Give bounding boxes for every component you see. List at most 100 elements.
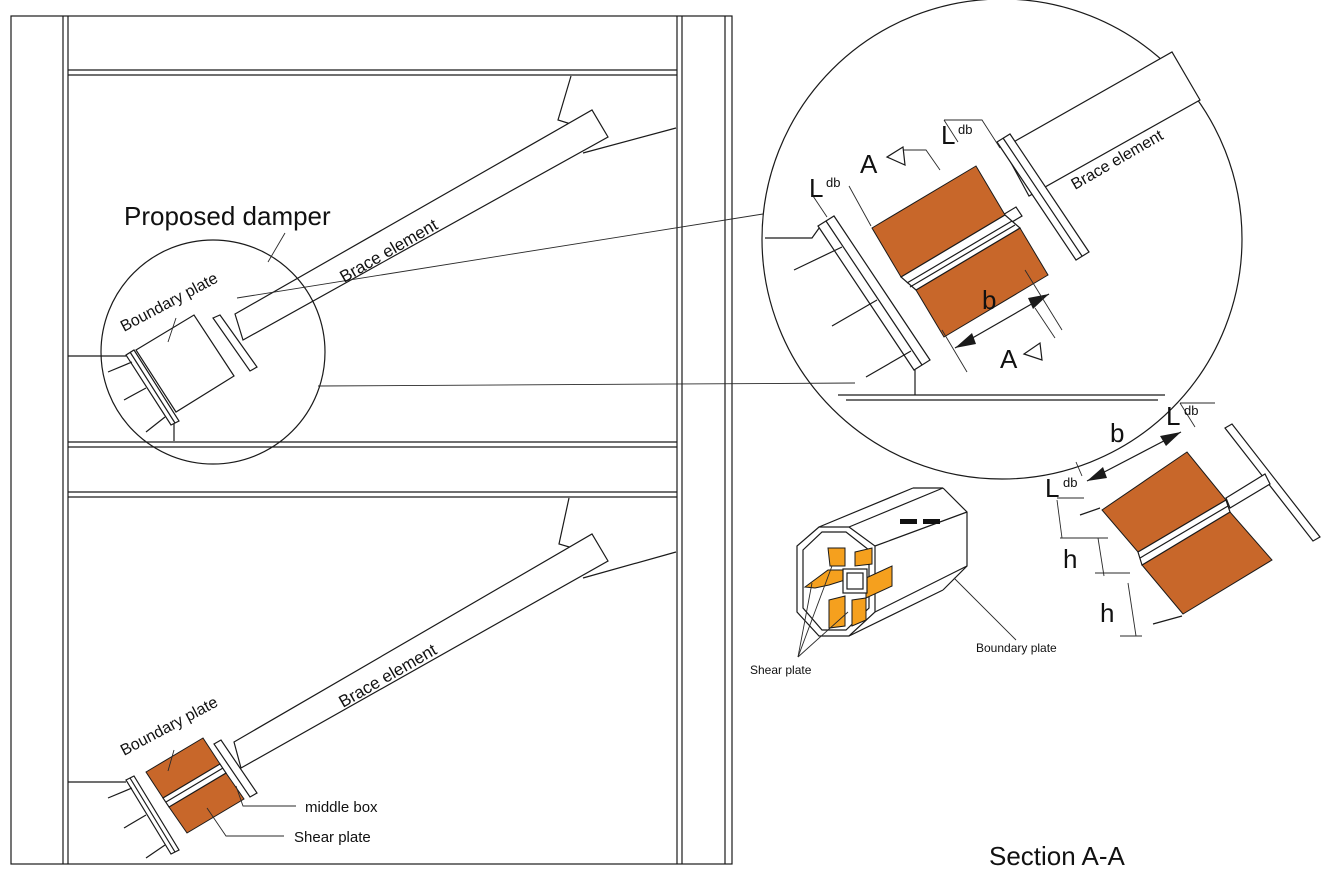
section-ldb-tick: [1075, 461, 1083, 477]
lower-brace-element: [233, 533, 609, 769]
detail-brace-element: [1002, 51, 1201, 197]
lower-brace-end-plate: [213, 739, 258, 798]
iso-mark-1: [900, 519, 917, 524]
section-ldb-top-sub: db: [1184, 403, 1198, 418]
upper-boundary-plate-label: Boundary plate: [118, 270, 221, 336]
lower-shear-plate-label: Shear plate: [294, 829, 371, 846]
detail-ldb-right-sub: db: [958, 122, 972, 137]
iso-center-box-inner: [846, 572, 864, 590]
section-b-arrow-left: [1087, 467, 1107, 481]
lower-anchor-bolt-3: [145, 844, 166, 859]
iso-edge-right: [874, 511, 968, 547]
iso-edge-bottom: [848, 589, 944, 637]
zoom-connector-upper: [236, 213, 764, 299]
proposed-damper-label: Proposed damper: [124, 201, 331, 231]
detail-boundary-plate-inner: [825, 220, 923, 366]
detail-b-arrow-left: [955, 333, 976, 348]
upper-boundary-plate-leader: [167, 317, 177, 343]
section-ldb-top-ext: [1179, 402, 1196, 428]
iso-edge-top-2: [818, 487, 914, 528]
detail-anchor-bolt-3: [865, 350, 912, 378]
detail-anchor-bolt-1: [793, 246, 843, 271]
section-top-edge: [1079, 507, 1101, 516]
iso-shear-plate-leader-2: [797, 565, 833, 658]
iso-edge-right-2: [874, 565, 968, 613]
upper-gusset-plate: [557, 75, 575, 126]
detail-ldb-left-dim-2: [848, 185, 872, 227]
iso-shear-plate-nw-2: [827, 547, 846, 567]
frame-elevation: [10, 15, 733, 865]
detail-b-arrow-right: [1028, 294, 1049, 309]
detail-section-a-top-label: A: [860, 149, 878, 179]
zoom-connector-lower: [317, 382, 856, 387]
detail-brace-end-plate-inner: [1002, 137, 1083, 257]
lower-boundary-plate-leader: [167, 749, 175, 772]
detail-ldb-right-label: L: [941, 120, 955, 150]
upper-boundary-plate-inner: [129, 351, 176, 424]
lower-shear-plate-leader: [206, 807, 284, 837]
detail-ldb-right-tick: [943, 119, 959, 143]
section-bottom-edge: [1152, 615, 1183, 625]
detail-anchor-bolt-2: [831, 299, 878, 327]
iso-shear-plate-label: Shear plate: [750, 663, 812, 677]
detail-gusset-line: [765, 223, 823, 239]
section-title: Section A-A: [989, 841, 1126, 871]
upper-brace: [68, 75, 677, 465]
detail-section-a-top-arrow: [885, 145, 906, 166]
section-boundary-plate: [1224, 423, 1321, 542]
iso-shear-plate-leader-1: [797, 582, 813, 658]
middle-box-leader: [235, 785, 296, 807]
section-middle-slot-line: [1139, 505, 1229, 559]
iso-boundary-plate-leader: [953, 577, 1017, 641]
section-h-lower-label: h: [1100, 598, 1114, 628]
section-h-vert-2: [1127, 582, 1137, 637]
section-ldb-left-sub: db: [1063, 475, 1077, 490]
lower-gusset-plate: [558, 497, 577, 550]
middle-box-label: middle box: [305, 799, 378, 816]
upper-gusset-plate-lower: [582, 127, 677, 154]
lower-boundary-plate-inner: [129, 777, 176, 853]
upper-brace-end-plate: [212, 314, 258, 372]
isometric-damper: [796, 487, 1017, 658]
upper-anchor-bolt-1: [107, 361, 133, 373]
detail-b-ext-left: [941, 329, 968, 373]
detail-b-label: b: [982, 285, 996, 315]
iso-boundary-plate-label: Boundary plate: [976, 641, 1057, 655]
lower-middle-box-line: [165, 767, 224, 803]
detail-ldb-right-dim: [944, 119, 1001, 149]
detail-circle: [761, 0, 1243, 480]
iso-back-right: [942, 487, 968, 591]
upper-detail-circle: [100, 239, 326, 465]
upper-anchor-bolt-2: [123, 387, 147, 401]
lower-anchor-bolt-2: [123, 814, 147, 829]
iso-shear-plate-s: [828, 595, 846, 629]
detail-ldb-left-dim: [812, 195, 828, 218]
proposed-damper-leader: [267, 232, 286, 263]
section-h-vert-1: [1097, 537, 1105, 577]
detail-section-a-bottom-label: A: [1000, 344, 1018, 374]
upper-brace-element: [234, 109, 609, 341]
iso-mark-2: [923, 519, 940, 524]
lower-anchor-bolt-1: [107, 787, 133, 799]
detail-section-a-bottom-line: [1034, 307, 1056, 339]
section-b-label: b: [1110, 418, 1124, 448]
frame-outline: [10, 15, 733, 865]
upper-anchor-bolt-3: [145, 416, 166, 433]
section-ldb-top-label: L: [1166, 401, 1180, 431]
section-a-a: [1056, 402, 1321, 637]
detail-middle-slot-line: [906, 220, 1013, 284]
section-ldb-left-label: L: [1045, 473, 1059, 503]
section-ldb-left-ext-2: [1056, 499, 1063, 539]
iso-shear-plate-se: [851, 597, 867, 627]
iso-shear-plate-leader-3: [797, 611, 849, 658]
detail-middle-slot-line-2: [909, 224, 1016, 288]
detail-view: [761, 0, 1243, 480]
iso-edge-top: [848, 487, 944, 528]
section-b-arrow-right: [1160, 432, 1181, 446]
upper-damper-box: [135, 314, 235, 413]
iso-front-octagon-inner: [802, 531, 870, 631]
iso-shear-plate-n: [854, 547, 873, 567]
section-middle-plate: [1225, 473, 1271, 509]
detail-section-a-top-line: [898, 149, 941, 171]
